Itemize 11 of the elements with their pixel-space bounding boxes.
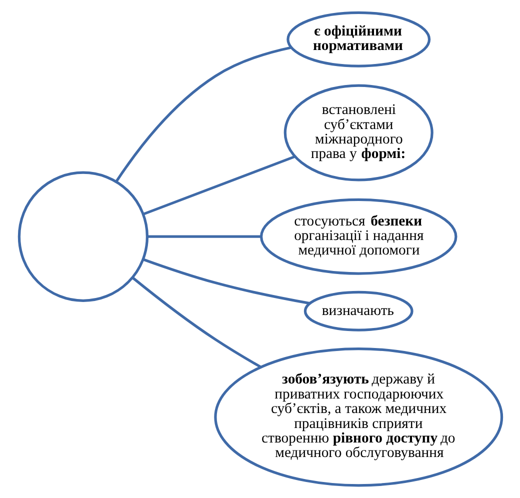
node-ellipse: зобов’язують державу й приватних господарюючих суб’єктів, а також медичних працівників сприяти створенню рівного доступу до медичного обслуговування xyxy=(214,347,503,487)
connector xyxy=(142,155,295,216)
node-ellipse: визначають xyxy=(303,290,413,332)
node-ellipse: стосуються безпеки організації і надання медичної допомоги xyxy=(259,198,457,275)
connector xyxy=(131,276,261,368)
node-ellipse: є офіційними нормативами xyxy=(286,11,430,68)
node-circle xyxy=(17,171,148,302)
connector xyxy=(146,235,261,238)
node-ellipse: встановлені суб’єктами міжнародного права у формі: xyxy=(283,84,433,182)
connector xyxy=(142,258,310,305)
connector xyxy=(114,46,292,182)
